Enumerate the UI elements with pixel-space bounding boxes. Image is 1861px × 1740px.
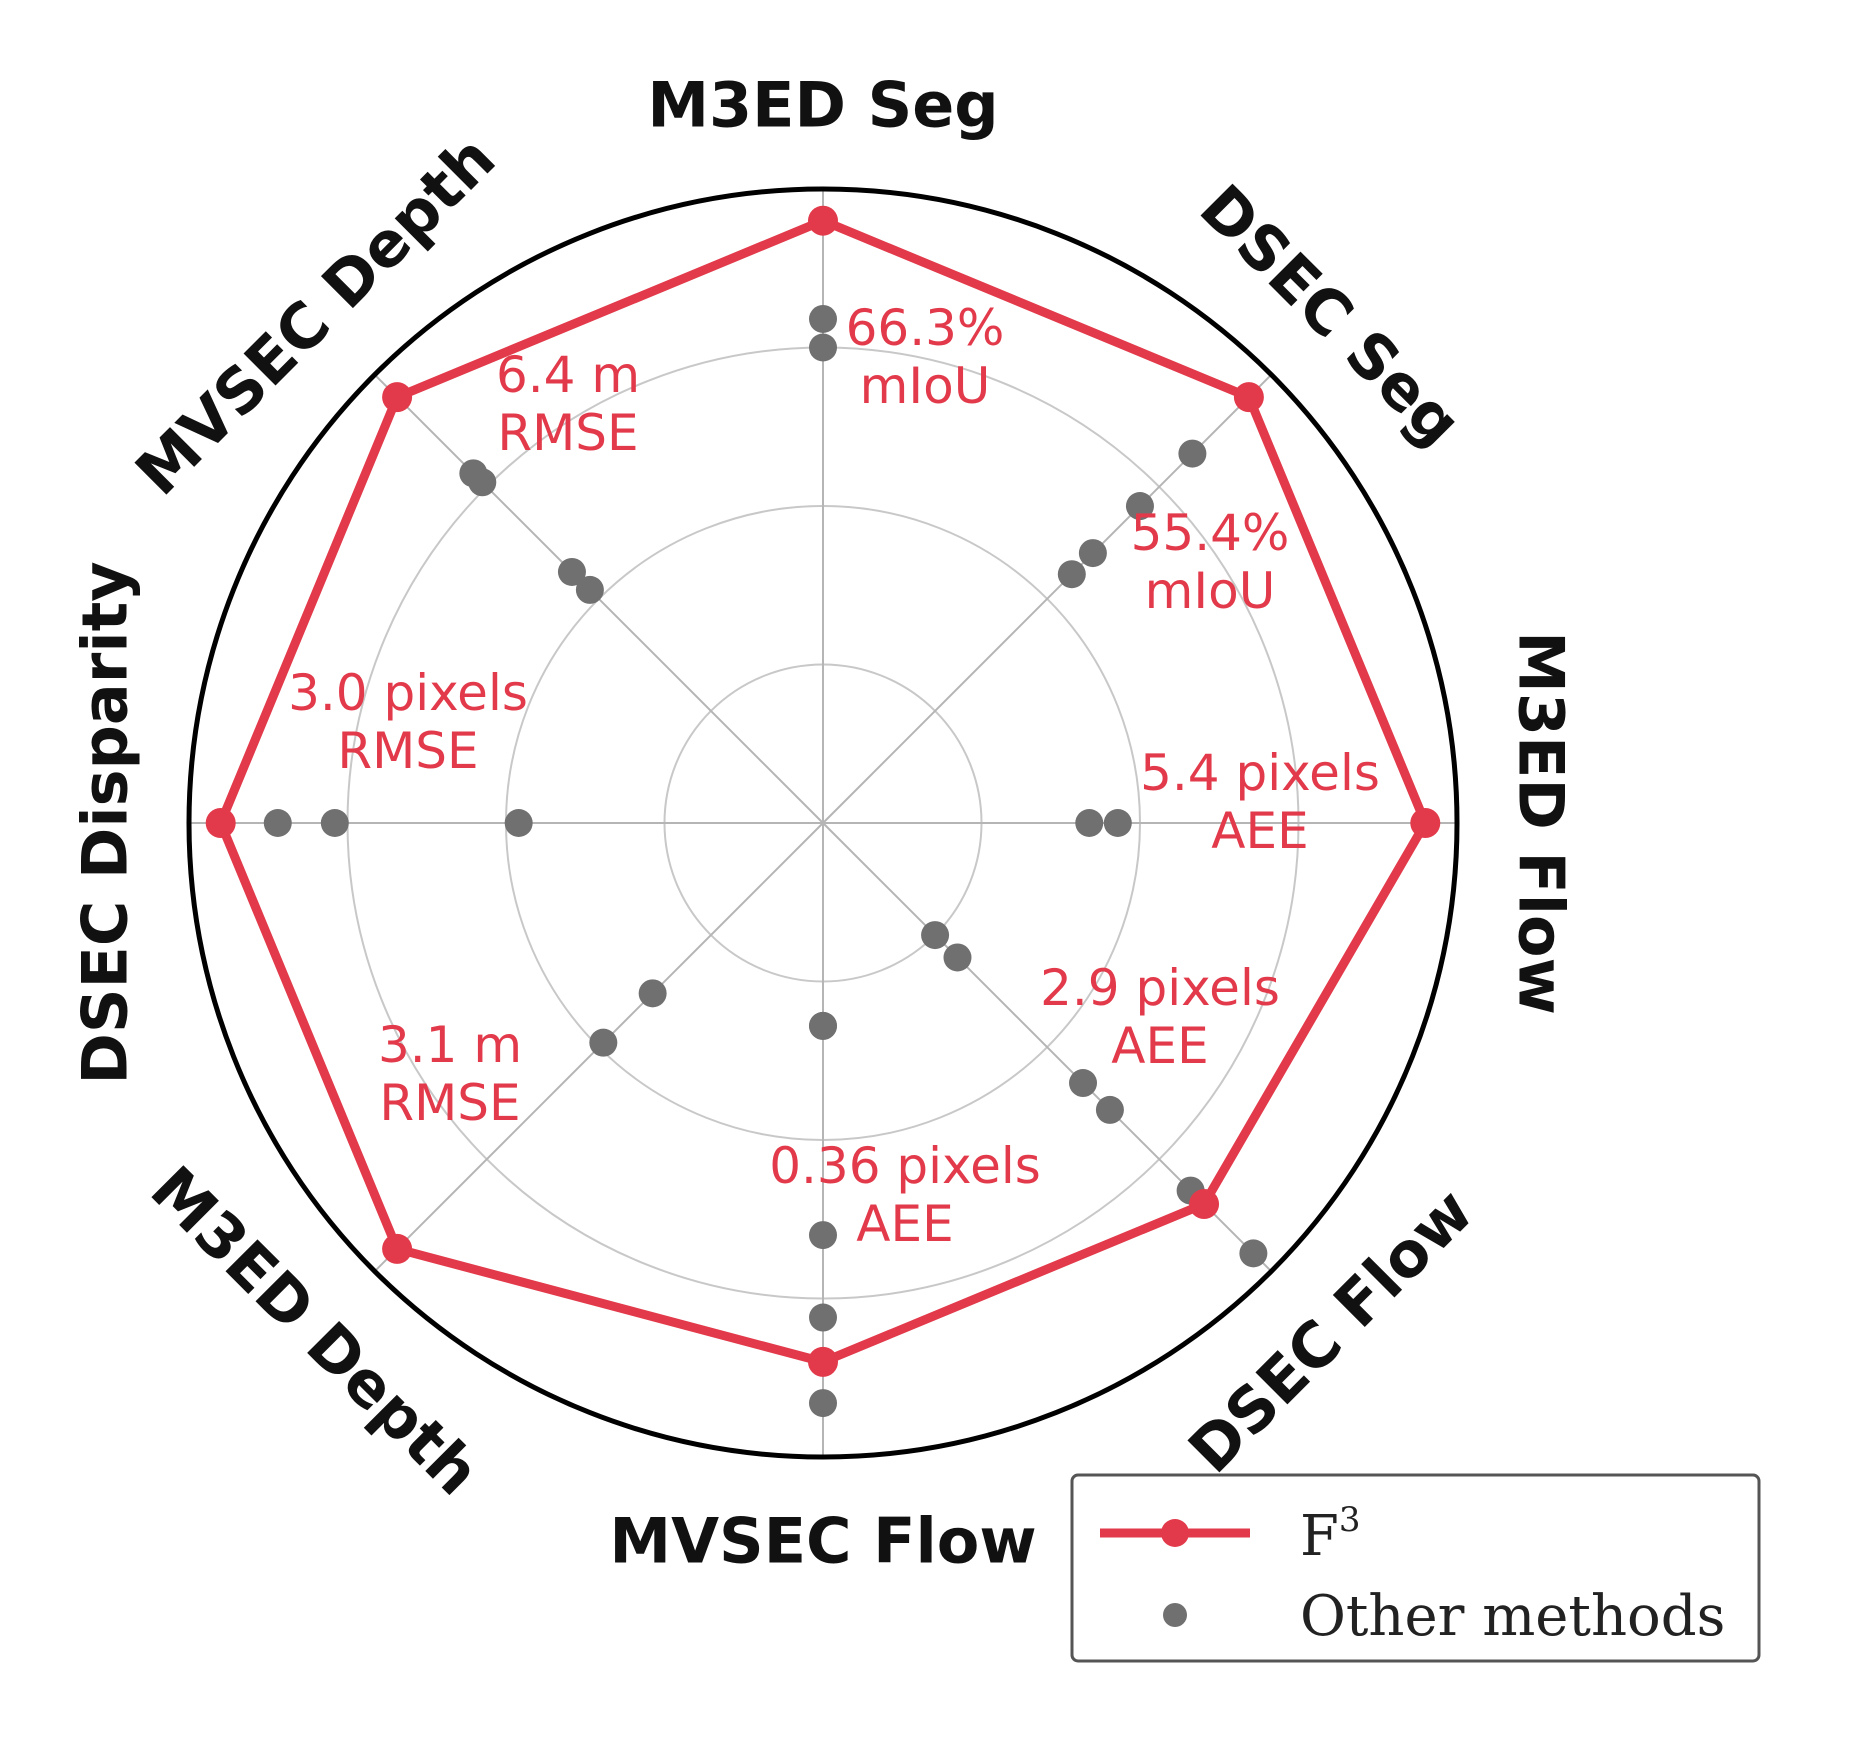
outer-ring xyxy=(186,186,1460,1460)
other-method-point xyxy=(809,1303,837,1332)
other-method-point xyxy=(1078,539,1107,568)
axis-title-5: MVSEC Flow xyxy=(609,1505,1036,1578)
other-method-point xyxy=(921,921,950,950)
f3-series xyxy=(205,205,1441,1377)
other-method-point xyxy=(468,468,497,497)
value-label-1: 66.3%mIoU xyxy=(846,299,1005,415)
other-method-point xyxy=(263,809,292,837)
other-method-point xyxy=(809,1389,837,1418)
f3-point xyxy=(1189,1189,1220,1220)
other-method-point xyxy=(809,1221,837,1250)
axis-title-1: M3ED Seg xyxy=(647,69,998,142)
axis-title-7: DSEC Disparity xyxy=(69,561,142,1084)
other-method-point xyxy=(1239,1239,1268,1268)
other-method-point xyxy=(1069,1069,1098,1098)
axis-title-3: M3ED Flow xyxy=(1505,631,1578,1015)
f3-point xyxy=(205,808,236,838)
legend-other-marker xyxy=(1163,1603,1187,1627)
f3-point xyxy=(1410,808,1441,838)
f3-point xyxy=(808,1346,838,1377)
f3-point xyxy=(382,1233,413,1264)
other-method-point xyxy=(1075,809,1104,837)
value-label-2: 55.4%mIoU xyxy=(1131,504,1290,620)
other-method-point xyxy=(1125,492,1154,521)
other-method-point xyxy=(1057,560,1086,589)
other-method-point xyxy=(1095,1095,1124,1124)
legend-other-label: Other methods xyxy=(1300,1584,1725,1649)
other-methods-points xyxy=(263,304,1268,1418)
other-method-point xyxy=(557,557,586,586)
other-method-point xyxy=(575,575,604,604)
other-method-point xyxy=(1103,809,1132,837)
other-method-point xyxy=(809,1011,837,1040)
other-method-point xyxy=(638,979,667,1008)
legend: F3 Other methods xyxy=(1070,1473,1761,1663)
f3-point xyxy=(1233,382,1264,413)
legend-f3-label: F3 xyxy=(1300,1500,1361,1569)
other-method-point xyxy=(809,304,837,333)
legend-box xyxy=(1070,1473,1761,1663)
radar-grid xyxy=(186,186,1460,1460)
other-method-point xyxy=(1178,439,1207,468)
other-method-point xyxy=(809,333,837,362)
other-method-point xyxy=(943,943,972,972)
other-method-point xyxy=(504,809,533,837)
f3-point xyxy=(808,205,838,236)
f3-point xyxy=(382,382,413,413)
other-method-point xyxy=(320,809,349,837)
legend-f3-marker xyxy=(1161,1519,1189,1547)
other-method-point xyxy=(589,1028,618,1057)
